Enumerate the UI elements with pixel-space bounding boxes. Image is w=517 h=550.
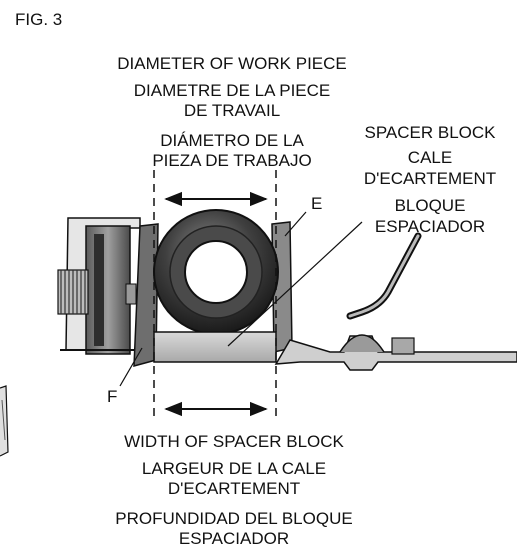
spacer-label-es-2: ESPACIADOR xyxy=(374,217,486,236)
callout-f: F xyxy=(107,387,118,406)
diameter-label-fr-2: DE TRAVAIL xyxy=(183,101,281,120)
spacer-label-fr-1: CALE xyxy=(407,148,453,167)
left-vise-body xyxy=(57,217,141,355)
figure-label: FIG. 3 xyxy=(15,10,63,29)
width-label-fr-2: D'ECARTEMENT xyxy=(167,479,301,498)
diameter-label-es-1: DIÁMETRO DE LA xyxy=(160,131,304,150)
clamp-wire xyxy=(346,232,422,320)
width-label-en: WIDTH OF SPACER BLOCK xyxy=(124,432,344,451)
leader-spacer xyxy=(227,221,363,347)
diameter-label-en: DIAMETER OF WORK PIECE xyxy=(117,54,347,73)
spacer-label-fr-2: D'ECARTEMENT xyxy=(363,169,497,188)
work-piece xyxy=(153,209,279,335)
leader-e xyxy=(284,211,307,237)
width-label-fr-1: LARGEUR DE LA CALE xyxy=(141,459,327,478)
right-base-plate xyxy=(274,334,517,371)
spacer-label-es-1: BLOQUE xyxy=(394,196,466,215)
callout-e: E xyxy=(311,194,323,213)
width-label-es-1: PROFUNDIDAD DEL BLOQUE xyxy=(115,509,353,528)
spacer-label-en: SPACER BLOCK xyxy=(364,123,496,142)
leader-f xyxy=(119,347,143,387)
spacer-block xyxy=(153,331,277,363)
width-label-es-2: ESPACIADOR xyxy=(178,529,290,548)
diameter-label-fr-1: DIAMETRE DE LA PIECE xyxy=(133,81,331,100)
diameter-label-es-2: PIEZA DE TRABAJO xyxy=(152,151,312,170)
